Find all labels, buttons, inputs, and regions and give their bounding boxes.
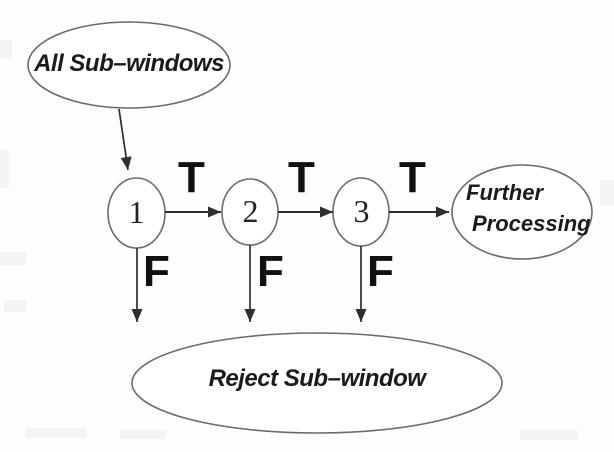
stage-2-label: 2 xyxy=(242,193,259,229)
false-label-2: F xyxy=(257,247,284,296)
true-label-2: T xyxy=(288,153,315,202)
true-label-1: T xyxy=(178,153,205,202)
stage-1-label: 1 xyxy=(128,194,145,230)
further-processing-label: Further Processing xyxy=(466,177,596,239)
all-subwindows-label: All Sub–windows xyxy=(34,50,224,77)
true-label-3: T xyxy=(399,153,426,202)
false-label-1: F xyxy=(143,247,170,296)
scan-artifact xyxy=(0,150,9,188)
input-arrow xyxy=(118,108,132,171)
scan-artifact xyxy=(600,180,614,206)
stage-3-label: 3 xyxy=(353,193,370,229)
scan-artifact xyxy=(26,428,86,438)
further-processing-ellipse xyxy=(451,164,593,260)
scan-artifact xyxy=(520,430,578,440)
further-processing-line2: Processing xyxy=(472,211,591,236)
scan-artifact xyxy=(4,300,26,312)
false-label-3: F xyxy=(367,247,394,296)
reject-subwindow-ellipse xyxy=(131,332,503,434)
scan-artifact xyxy=(0,40,12,58)
scan-artifact xyxy=(120,430,166,439)
all-subwindows-ellipse xyxy=(27,21,231,109)
scan-artifact xyxy=(0,252,26,265)
further-processing-line1: Further xyxy=(466,180,543,205)
reject-subwindow-label: Reject Sub–window xyxy=(208,365,426,392)
